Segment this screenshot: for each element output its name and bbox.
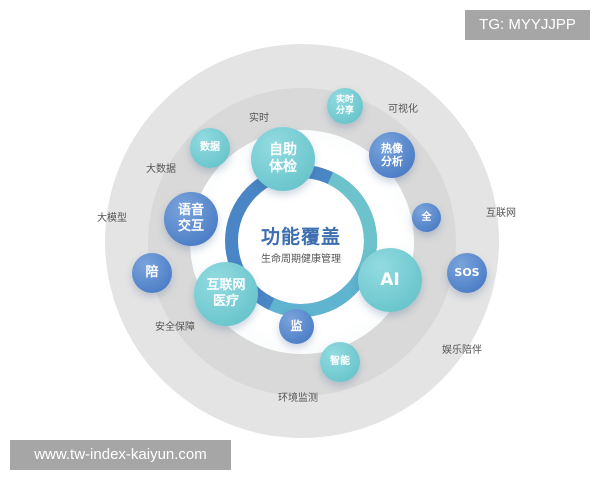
label-internet: 互联网 [486,208,516,219]
bubble-accompany: 陪 [132,253,172,293]
label-entertainment: 娱乐陪伴 [442,345,482,356]
center-title: 功能覆盖 [260,226,341,248]
bubble-full: 全 [412,203,441,232]
label-big-data: 大数据 [146,164,176,175]
label-safety: 安全保障 [155,322,195,333]
bubble-voice: 语音 交互 [164,192,218,246]
watermark-top: TG: MYYJJPP [465,10,590,40]
bubble-data: 数据 [190,128,230,168]
label-environment: 环境监测 [278,393,318,404]
bubble-smart: 智能 [320,342,360,382]
bubble-self-check: 自助 体检 [251,127,315,191]
center-subtitle: 生命周期健康管理 [261,254,341,265]
watermark-bottom: www.tw-index-kaiyun.com [10,440,231,470]
bubble-sos: SOS [447,253,487,293]
bubble-monitor: 监 [279,309,314,344]
bubble-thermal: 热像 分析 [369,132,415,178]
bubble-realtime-share: 实时 分享 [327,88,363,124]
label-visualization: 可视化 [388,104,418,115]
label-realtime: 实时 [249,113,269,124]
label-big-model: 大模型 [97,213,127,224]
bubble-internet-medical: 互联网 医疗 [194,262,258,326]
bubble-ai: AI [358,248,422,312]
